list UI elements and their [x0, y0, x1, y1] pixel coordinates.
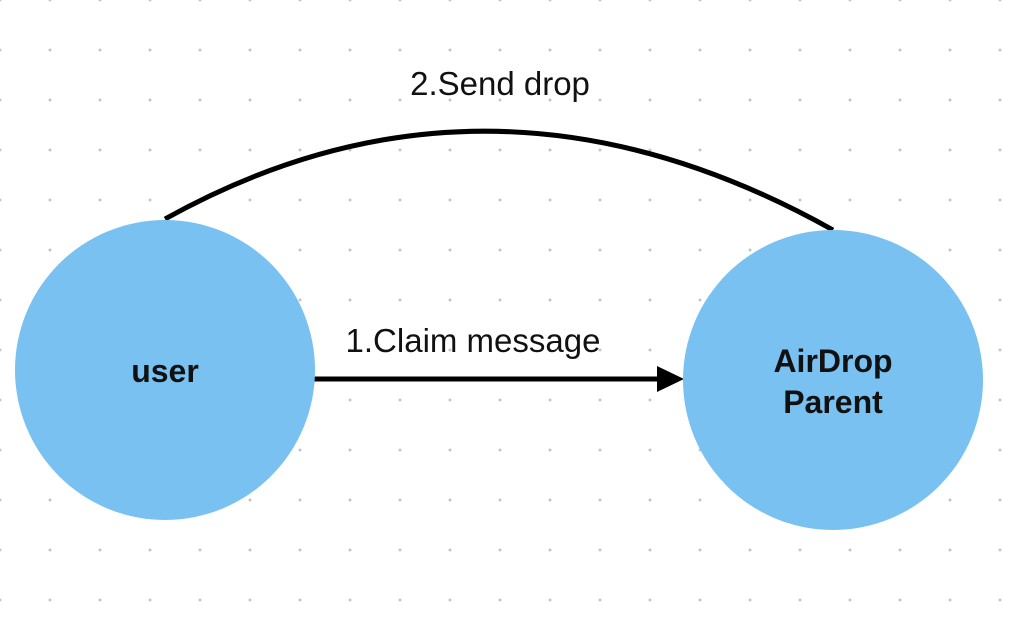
airdrop-parent-label-line-1: AirDrop: [773, 343, 892, 379]
airdrop-parent-node-circle[interactable]: [683, 230, 983, 530]
send-drop-label: 2.Send drop: [410, 65, 590, 102]
user-node-label: user: [131, 353, 199, 389]
claim-message-arrowhead: [657, 366, 684, 392]
airdrop-parent-label-line-2: Parent: [783, 384, 883, 420]
node-airdrop-parent[interactable]: AirDrop Parent: [683, 230, 983, 530]
node-user[interactable]: user: [15, 220, 315, 520]
user-node-circle[interactable]: [15, 220, 315, 520]
edge-claim-message: 1.Claim message: [314, 322, 684, 392]
edge-send-drop: 2.Send drop: [163, 65, 835, 233]
claim-message-label: 1.Claim message: [346, 322, 601, 359]
send-drop-arc: [163, 128, 835, 233]
